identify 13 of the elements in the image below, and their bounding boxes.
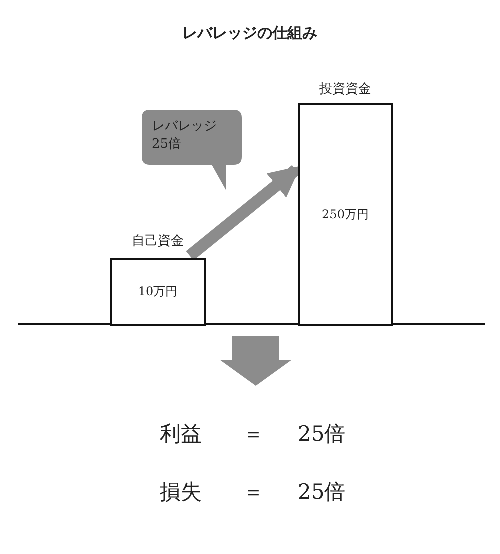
result-term: 利益 [160,421,202,448]
bar-heading: 投資資金 [318,81,372,98]
equals-sign: ＝ [243,421,264,448]
diagram-title: レバレッジの仕組み [182,24,318,43]
result-term: 損失 [160,479,202,506]
amount-label: 10万円 [137,284,179,300]
callout-text: レバレッジ25倍 [152,118,218,154]
result-value: 25倍 [298,479,346,506]
equals-sign: ＝ [243,479,264,506]
amount-label: 250万円 [321,206,370,223]
result-value: 25倍 [298,421,346,448]
bar-heading: 自己資金 [131,233,185,250]
arrow [186,165,301,261]
